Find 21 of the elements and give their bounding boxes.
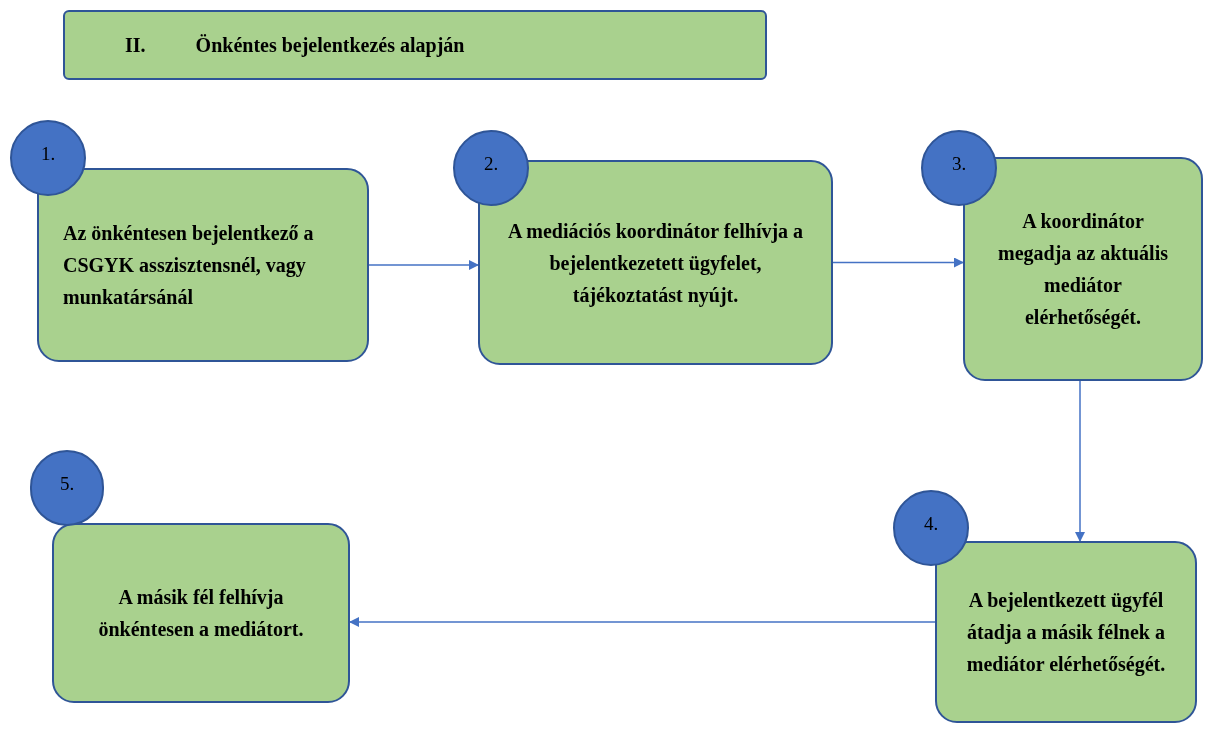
step-text: A mediációs koordinátor felhívja a bejelentkezetett ügyfelet, tájékoztatást nyújt. [506, 218, 805, 309]
step-text: Az önkéntesen bejelentkező a CSGYK asszisztensnél, vagy munkatársánál [63, 221, 315, 310]
section-number: II. [125, 33, 146, 58]
step-text: A bejelentkezett ügyfél átadja a másik félnek a mediátor elérhetőségét. [965, 588, 1167, 678]
step-text: A másik fél felhívja önkéntesen a mediátort. [97, 585, 305, 642]
arrow [832, 257, 964, 268]
process-box [37, 168, 369, 362]
arrow [368, 260, 479, 270]
title-banner [63, 10, 767, 80]
section-title: Önkéntes bejelentkezés alapján [195, 33, 465, 59]
process-box [963, 157, 1203, 381]
arrow [1075, 380, 1085, 542]
process-box [52, 523, 350, 703]
arrow [349, 617, 936, 627]
step-number: 1. [40, 144, 56, 163]
step-number: 4. [923, 514, 939, 533]
step-number: 2. [483, 154, 499, 173]
step-text: A koordinátor megadja az aktuális mediátor elérhetőségét. [997, 209, 1169, 331]
step-number: 3. [951, 154, 967, 173]
process-box [935, 541, 1197, 723]
step-number: 5. [59, 474, 75, 493]
